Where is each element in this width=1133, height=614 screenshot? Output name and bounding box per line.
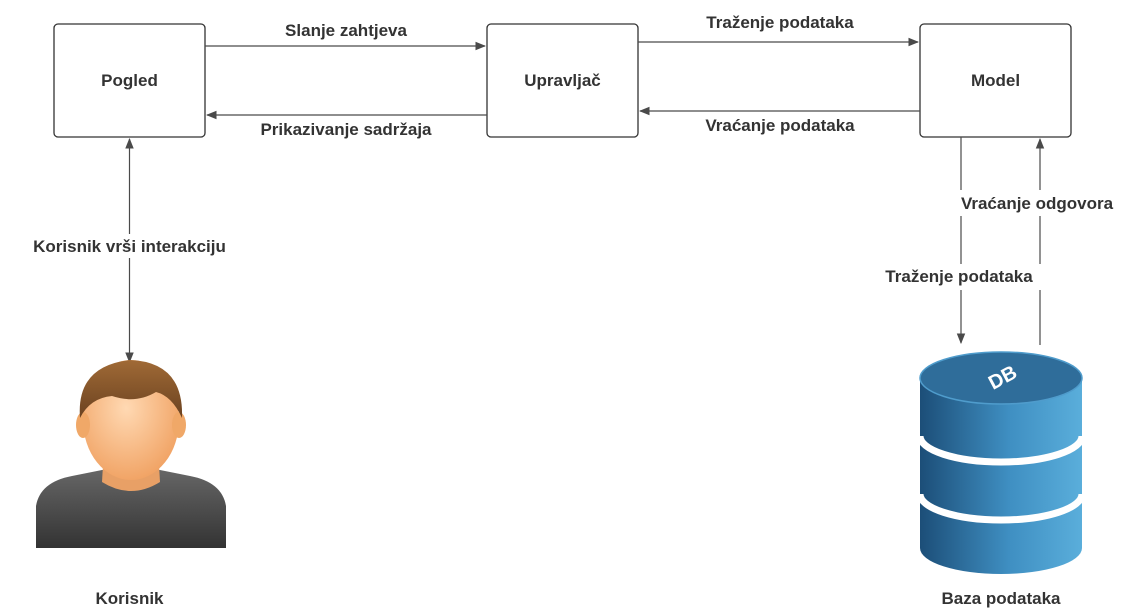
user-caption: Korisnik xyxy=(95,589,164,608)
return-data-label: Vraćanje podataka xyxy=(705,116,855,135)
controller-node: Upravljač xyxy=(486,23,639,138)
model-node: Model xyxy=(919,23,1072,138)
request-data-model-label: Traženje podataka xyxy=(706,13,854,32)
request-data-db-label: Traženje podataka xyxy=(885,267,1033,286)
send-request-label: Slanje zahtjeva xyxy=(285,21,407,40)
return-response-label-bg xyxy=(940,190,1130,216)
view-node: Pogled xyxy=(53,23,206,138)
user-interaction-label: Korisnik vrši interakciju xyxy=(33,237,226,256)
database-caption: Baza podataka xyxy=(941,589,1061,608)
return-response-label: Vraćanje odgovora xyxy=(961,194,1114,213)
view-label: Pogled xyxy=(101,71,158,90)
database-icon: DB xyxy=(916,351,1086,574)
user-avatar-icon xyxy=(36,360,226,548)
model-label: Model xyxy=(971,71,1020,90)
user-interaction-label-bg xyxy=(8,234,252,258)
display-content-label: Prikazivanje sadržaja xyxy=(260,120,432,139)
request-data-db-label-bg xyxy=(864,264,1054,290)
controller-label: Upravljač xyxy=(524,71,601,90)
